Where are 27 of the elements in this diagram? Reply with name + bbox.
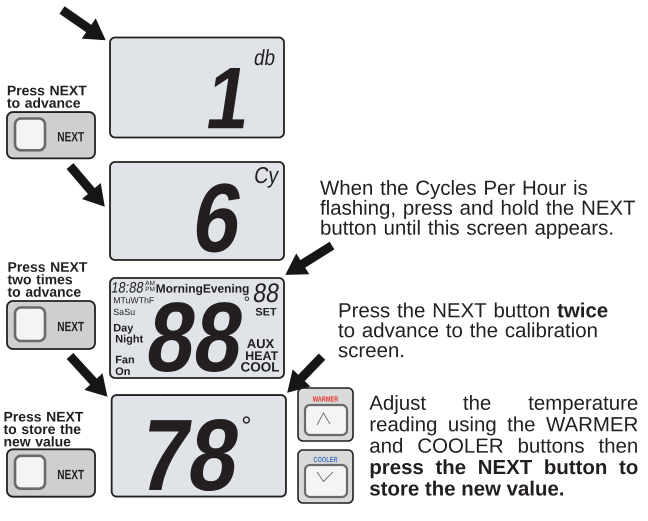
- indicator-label: SET: [256, 308, 277, 316]
- indicator-label: AUX: [247, 339, 274, 348]
- indicator-label: On: [116, 367, 130, 376]
- time-readout: 18:88: [112, 282, 144, 293]
- indicator-label: Day: [114, 324, 134, 334]
- button-caption: Press NEXT to advance: [7, 86, 87, 108]
- digit-readout: 6: [196, 183, 240, 252]
- instruction-text: Press the NEXT button twice to advance to the calibration screen.: [338, 302, 608, 358]
- digit-readout: 78: [149, 419, 238, 491]
- indicator-label: MTuWThF: [114, 296, 154, 304]
- mode-code: db: [254, 49, 274, 66]
- degree-sign: °: [242, 416, 250, 424]
- indicator-label: HEAT: [246, 351, 278, 360]
- indicator-label: COOL: [241, 362, 280, 372]
- digit-readout: 1: [208, 68, 244, 128]
- indicator-label: Night: [116, 334, 144, 345]
- degree-sign: °: [244, 296, 250, 301]
- indicator-label: SaSu: [114, 308, 135, 316]
- digit-readout: 88: [254, 283, 279, 302]
- indicator-label: Fan: [116, 356, 134, 364]
- button-caption: Press NEXT to store the new value: [4, 412, 84, 447]
- button-caption: Press NEXT two times to advance: [8, 262, 88, 297]
- instruction-text: When the Cycles Per Hour is flashing, press and hold the NEXT button until this screen appears.: [320, 180, 636, 239]
- indicator-label: MorningEvening: [156, 284, 249, 296]
- digit-readout: 88: [148, 302, 242, 372]
- mode-code: Cy: [255, 167, 280, 188]
- instruction-text: Adjust the temperature reading using the WARMER and COOLER buttons then press the NEXT button to store the new value.: [369, 395, 638, 496]
